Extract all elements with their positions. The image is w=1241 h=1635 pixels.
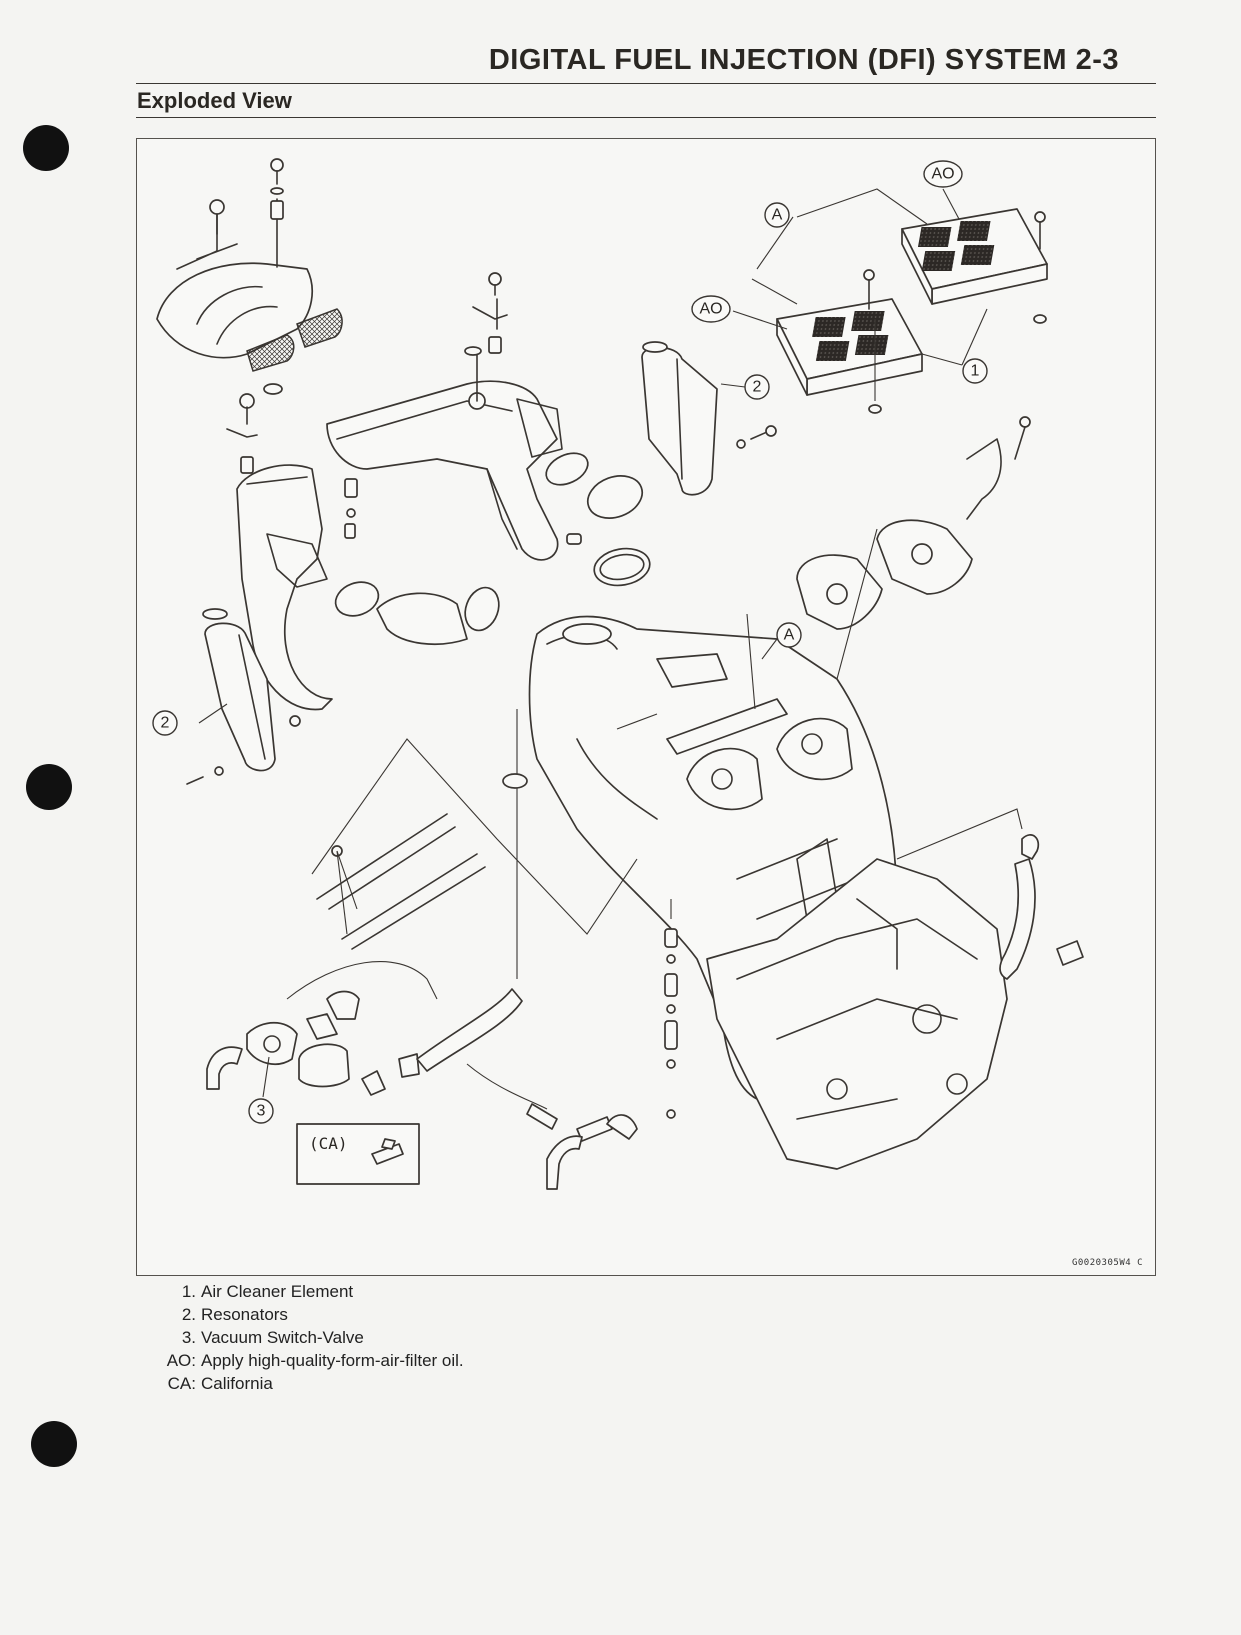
legend-text: Air Cleaner Element: [201, 1282, 354, 1301]
legend-text: Resonators: [201, 1305, 288, 1324]
ref-a-leaders: [616, 528, 878, 730]
svg-text:2: 2: [161, 715, 170, 732]
page-header-title: DIGITAL FUEL INJECTION (DFI) SYSTEM 2-3: [488, 44, 1119, 76]
resonator-left: [186, 608, 301, 785]
exploded-view-drawing: (CA) AO A AO 1 2 A 2: [152, 158, 1084, 1190]
bolt-group-left: [226, 383, 358, 539]
legend-key: CA:: [167, 1374, 196, 1393]
legend-key: AO:: [166, 1351, 196, 1370]
legend: 1. Air Cleaner Element 2. Resonators 3. …: [150, 1280, 464, 1395]
callout-a-lower: A: [776, 622, 802, 648]
resonator-right: [641, 341, 777, 496]
callout-ao-lower: AO: [691, 295, 731, 323]
callout-2-resonator-left: 2: [152, 710, 178, 736]
binder-hole-top: [23, 125, 69, 171]
svg-text:A: A: [784, 627, 795, 644]
exploded-view-figure: (CA) AO A AO 1 2 A 2: [136, 138, 1156, 1276]
header-rule: [136, 83, 1156, 84]
air-duct-plenum-right: [796, 416, 1031, 630]
intake-duct-main: [326, 298, 563, 561]
svg-text:A: A: [772, 207, 783, 224]
legend-item: AO: Apply high-quality-form-air-filter o…: [150, 1349, 464, 1372]
binder-hole-middle: [26, 764, 72, 810]
hose-right-side: [896, 808, 1084, 980]
svg-text:AO: AO: [931, 166, 954, 183]
legend-key: 2.: [181, 1305, 196, 1324]
legend-key: 3.: [181, 1328, 196, 1347]
callout-3-vacuum-valve: 3: [248, 1056, 274, 1124]
svg-text:3: 3: [257, 1103, 266, 1120]
air-cleaner-bolts: [863, 211, 1047, 414]
legend-item: 1. Air Cleaner Element: [150, 1280, 464, 1303]
svg-text:2: 2: [753, 379, 762, 396]
hose-breather-left: [206, 961, 438, 1096]
legend-text: Vacuum Switch-Valve: [201, 1328, 364, 1347]
legend-text: California: [201, 1374, 273, 1393]
legend-text: Apply high-quality-form-air-filter oil.: [201, 1351, 464, 1370]
callout-lines: [198, 188, 988, 724]
frame-lower-right: [706, 858, 1008, 1170]
legend-item: 3. Vacuum Switch-Valve: [150, 1326, 464, 1349]
legend-item: 2. Resonators: [150, 1303, 464, 1326]
svg-text:1: 1: [971, 363, 980, 380]
california-inset: [296, 1123, 420, 1185]
hose-breather-center: [416, 988, 638, 1190]
callout-a-upper: A: [764, 202, 790, 228]
fitting-chain-center: [664, 899, 678, 1119]
air-cleaner-element-upper: [901, 208, 1048, 305]
legend-item: CA: California: [150, 1372, 464, 1395]
air-cleaner-element-lower: [776, 298, 923, 396]
callout-1-air-cleaner: 1: [962, 358, 988, 384]
bolt-group-top-left: [209, 158, 284, 235]
figure-code: G0020305W4 C: [1071, 1258, 1143, 1268]
binder-hole-bottom: [31, 1421, 77, 1467]
legend-key: 1.: [181, 1282, 196, 1301]
section-rule: [136, 117, 1156, 118]
drain-tube-rails: [311, 709, 638, 979]
air-duct-upper-left: [156, 198, 343, 372]
svg-text:AO: AO: [699, 301, 722, 318]
bolt-group-top-center: [464, 272, 508, 356]
section-title: Exploded View: [137, 88, 292, 113]
air-duct-left-vertical: [236, 464, 333, 711]
clamps-and-joints: [334, 452, 651, 645]
callout-ao-upper: AO: [923, 160, 963, 188]
callout-2-resonator-right: 2: [744, 374, 770, 400]
ca-box-label: (CA): [309, 1134, 348, 1153]
